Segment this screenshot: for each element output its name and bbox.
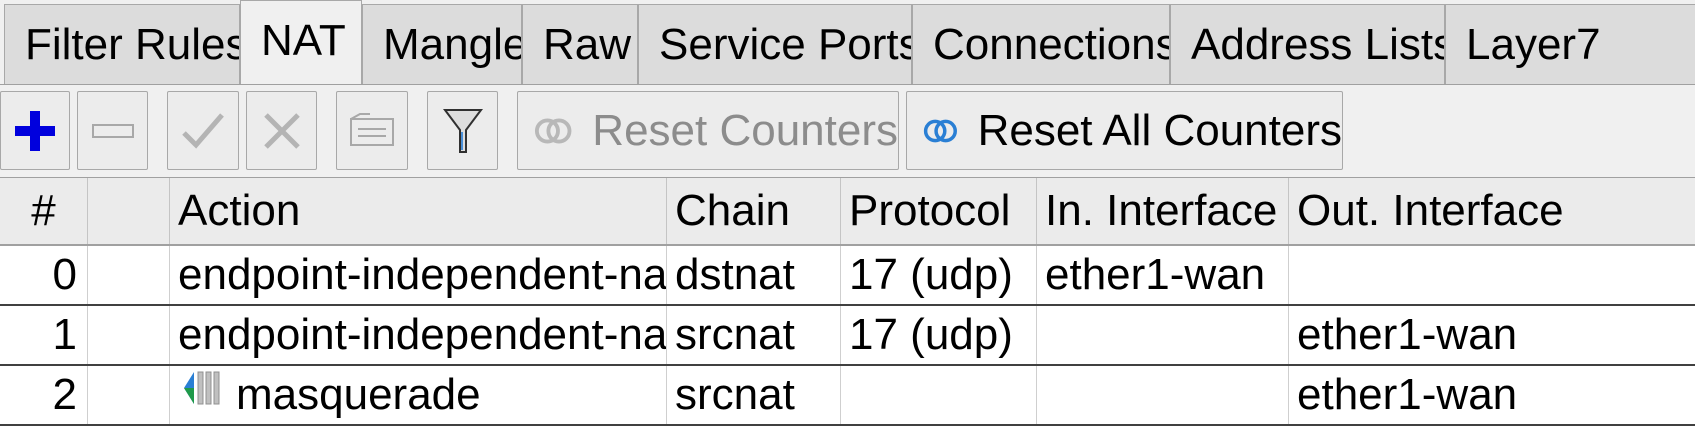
rule-number: 0 <box>0 246 88 304</box>
tab-bar: Filter Rules NAT Mangle Raw Service Port… <box>0 0 1695 85</box>
table-row[interactable]: 2 masquerade srcnat ether1-wan <box>0 366 1695 426</box>
enable-button[interactable] <box>167 91 239 170</box>
tab-address-lists[interactable]: Address Lists <box>1170 4 1445 84</box>
tab-connections[interactable]: Connections <box>912 4 1170 84</box>
rule-protocol <box>841 366 1037 424</box>
tab-mangle[interactable]: Mangle <box>362 4 522 84</box>
rule-out-interface: ether1-wan <box>1297 310 1518 359</box>
masquerade-icon <box>182 366 222 423</box>
rule-out-interface <box>1289 246 1695 304</box>
rule-flags <box>88 246 170 304</box>
tab-layer7[interactable]: Layer7 <box>1445 4 1695 84</box>
tab-service-ports[interactable]: Service Ports <box>638 4 912 84</box>
rule-flags <box>88 306 170 364</box>
rule-number: 2 <box>0 366 88 424</box>
rule-action: endpoint-independent-nat <box>170 246 667 304</box>
column-header-flags[interactable] <box>88 178 170 244</box>
rule-chain: srcnat <box>667 366 841 424</box>
table-row[interactable]: 1 endpoint-independent-nat srcnat 17 (ud… <box>0 306 1695 366</box>
rule-number: 1 <box>0 306 88 364</box>
column-header-number[interactable]: # <box>0 178 88 244</box>
column-header-protocol[interactable]: Protocol <box>841 178 1037 244</box>
rule-action-cell: masquerade <box>170 366 667 424</box>
rule-in-interface <box>1037 306 1289 364</box>
reset-counters-button[interactable]: Reset Counters <box>517 91 899 170</box>
toolbar: Reset Counters Reset All Counters <box>0 85 1695 178</box>
rule-protocol: 17 (udp) <box>841 246 1037 304</box>
reset-all-counters-label: Reset All Counters <box>977 105 1342 155</box>
reset-all-counters-button[interactable]: Reset All Counters <box>906 91 1343 170</box>
column-header-in-interface[interactable]: In. Interface <box>1037 178 1289 244</box>
column-header-chain[interactable]: Chain <box>667 178 841 244</box>
tab-nat[interactable]: NAT <box>240 0 362 84</box>
rule-chain: srcnat <box>667 306 841 364</box>
reset-all-counters-icon <box>923 119 957 142</box>
table-header: # Action Chain Protocol In. Interface Ou… <box>0 178 1695 246</box>
tab-filter-rules[interactable]: Filter Rules <box>4 4 240 84</box>
add-button[interactable] <box>0 91 70 170</box>
plus-icon <box>15 110 55 151</box>
disable-button[interactable] <box>246 91 317 170</box>
column-header-action[interactable]: Action <box>170 178 667 244</box>
check-icon <box>182 112 224 149</box>
funnel-icon <box>442 108 483 153</box>
minus-icon <box>91 123 134 138</box>
remove-button[interactable] <box>77 91 148 170</box>
rule-chain: dstnat <box>667 246 841 304</box>
comment-icon <box>350 112 394 146</box>
rule-action: masquerade <box>236 370 481 419</box>
rule-out-interface: ether1-wan <box>1297 370 1518 419</box>
rule-flags <box>88 366 170 424</box>
rule-in-interface: ether1-wan <box>1037 246 1289 304</box>
table-row[interactable]: 0 endpoint-independent-nat dstnat 17 (ud… <box>0 246 1695 306</box>
x-icon <box>263 112 300 149</box>
reset-counters-icon <box>534 118 572 143</box>
rule-in-interface <box>1037 366 1289 424</box>
tab-raw[interactable]: Raw <box>522 4 638 84</box>
column-header-out-interface[interactable]: Out. Interface <box>1297 186 1564 235</box>
rule-protocol: 17 (udp) <box>841 306 1037 364</box>
reset-counters-label: Reset Counters <box>592 105 898 155</box>
comment-button[interactable] <box>336 91 408 170</box>
rule-action: endpoint-independent-nat <box>170 306 667 364</box>
filter-button[interactable] <box>427 91 498 170</box>
